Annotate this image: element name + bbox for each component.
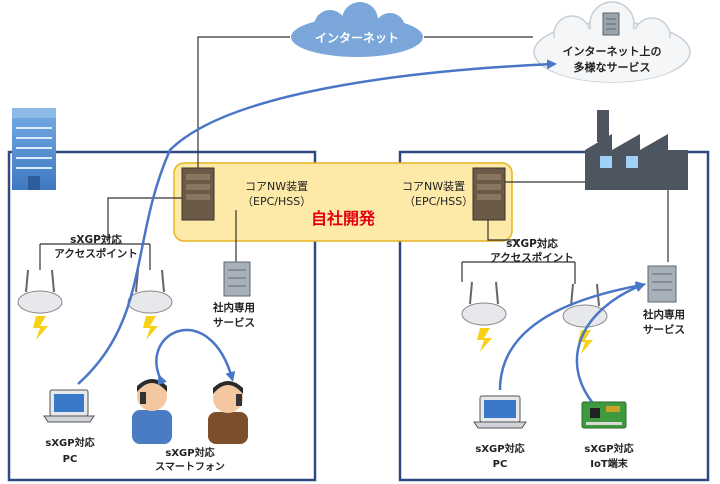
left-pc-label-line2: PC (63, 454, 78, 465)
left-ap-1-icon (17, 269, 63, 340)
right-service-label-line1: 社内専用 (642, 308, 685, 321)
right-ap-label-line2: アクセスポイント (490, 251, 573, 264)
right-core-label-line2: （EPC/HSS） (404, 195, 473, 208)
internet-cloud-label: インターネット (315, 31, 399, 45)
left-phone-label-line1: sXGP対応 (165, 446, 214, 459)
pc-to-internet-arrow (77, 59, 557, 385)
iot-to-service-arrow (575, 282, 646, 403)
right-ap-1-icon (461, 281, 507, 352)
phone-to-phone-arrow (155, 328, 236, 386)
right-internal-server-icon (647, 265, 677, 303)
right-core-server-icon (472, 167, 506, 221)
left-phone-label-line2: スマートフォン (155, 461, 225, 473)
services-cloud-line1: インターネット上の (563, 44, 662, 58)
left-internal-server-icon (223, 261, 251, 297)
left-core-server-icon (181, 167, 215, 221)
data-flow-arrows (77, 59, 646, 403)
right-ap-label-line1: sXGP対応 (506, 237, 558, 250)
iot-label-line1: sXGP対応 (584, 442, 633, 455)
left-service-label-line2: サービス (213, 316, 255, 329)
right-pc-label-line1: sXGP対応 (475, 442, 524, 455)
office-building-icon (12, 108, 56, 190)
left-ap-label-line1: sXGP対応 (70, 233, 122, 246)
left-pc-label-line1: sXGP対応 (45, 436, 94, 449)
person-calling-right-icon (208, 381, 248, 444)
iot-label-line2: IoT端末 (590, 457, 628, 470)
right-laptop-icon (473, 395, 527, 429)
left-laptop-icon (43, 389, 95, 423)
person-calling-left-icon (132, 379, 172, 444)
services-cloud-line2: 多様なサービス (574, 60, 651, 74)
left-ap-2-icon (127, 269, 173, 340)
right-pc-label-line2: PC (493, 459, 508, 470)
left-core-label-line1: コアNW装置 (245, 180, 308, 193)
in-house-development-label: 自社開発 (311, 209, 376, 228)
left-ap-label-line2: アクセスポイント (54, 247, 137, 260)
left-core-label-line2: （EPC/HSS） (242, 195, 311, 208)
iot-board-icon (581, 401, 627, 429)
left-site-box (7, 150, 317, 482)
connection-lines (39, 36, 669, 284)
highlight-band (173, 162, 513, 242)
factory-icon (585, 110, 688, 190)
internet-services-cloud: インターネット上の 多様なサービス (533, 1, 691, 83)
right-service-label-line2: サービス (643, 323, 685, 336)
right-pc-to-service-arrow (498, 281, 646, 391)
right-site-box (398, 150, 710, 482)
right-ap-2-icon (562, 283, 608, 354)
right-core-label-line1: コアNW装置 (402, 180, 465, 193)
left-service-label-line1: 社内専用 (212, 301, 255, 314)
internet-cloud: インターネット (291, 2, 423, 57)
